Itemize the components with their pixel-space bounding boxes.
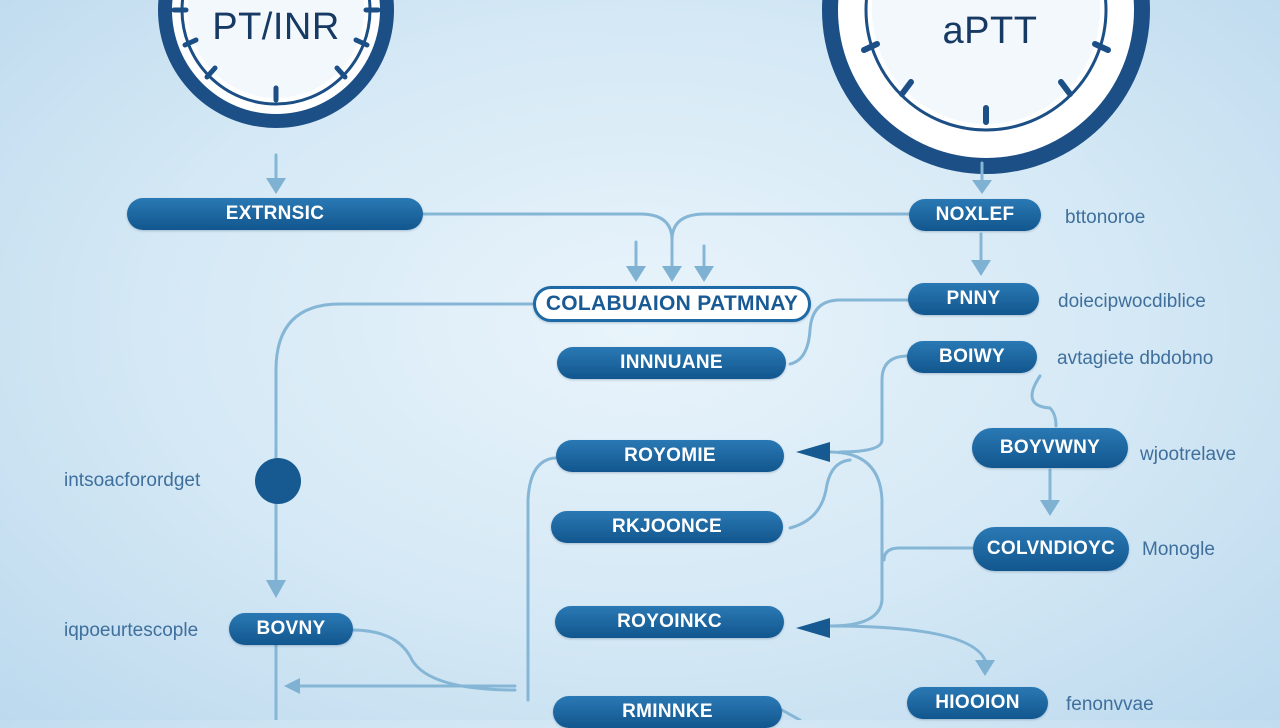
side-label-left-2: iqpoeurtescople: [64, 620, 199, 641]
node-middle-1[interactable]: INNNUANE: [557, 347, 786, 379]
node-left-bottom[interactable]: BOVNY: [229, 613, 353, 645]
node-right-6[interactable]: HIOOION: [907, 687, 1048, 719]
node-center-pathway[interactable]: COLABUAION PATMNAY: [533, 286, 811, 322]
side-label-right-3: avtagiete dbdobno: [1057, 348, 1214, 369]
left-gauge-clock-icon: [158, 0, 394, 128]
node-right-5[interactable]: COLVNDIOYC: [973, 527, 1129, 571]
side-label-left-1: intsoacforordget: [64, 470, 201, 491]
node-middle-4[interactable]: ROYOINKC: [555, 606, 784, 638]
side-label-right-2: doiecipwocdiblice: [1058, 291, 1206, 312]
node-middle-2[interactable]: ROYOMIE: [556, 440, 784, 472]
node-right-2[interactable]: PNNY: [908, 283, 1039, 315]
dark-arrow-heads: [796, 442, 830, 638]
left-gauge-label: PT/INR: [212, 6, 340, 48]
node-middle-5[interactable]: RMINNKE: [553, 696, 782, 728]
node-middle-3[interactable]: RKJOONCE: [551, 511, 783, 543]
node-right-1[interactable]: NOXLEF: [909, 199, 1041, 231]
side-label-right-1: bttonoroe: [1065, 207, 1146, 228]
right-gauge-label: aPTT: [942, 10, 1038, 52]
arrow-heads: [266, 178, 1060, 694]
right-gauge-clock-icon: [822, 0, 1150, 174]
node-right-4[interactable]: BOYVWNY: [972, 428, 1128, 468]
junction-dot: [255, 458, 301, 504]
side-label-right-5: Monogle: [1142, 539, 1215, 560]
side-label-right-6: fenonvvae: [1066, 694, 1154, 715]
node-extrinsic[interactable]: EXTRNSIC: [127, 198, 423, 230]
side-label-right-4: wjootrelave: [1140, 444, 1237, 465]
node-right-3[interactable]: BOIWY: [907, 341, 1037, 373]
